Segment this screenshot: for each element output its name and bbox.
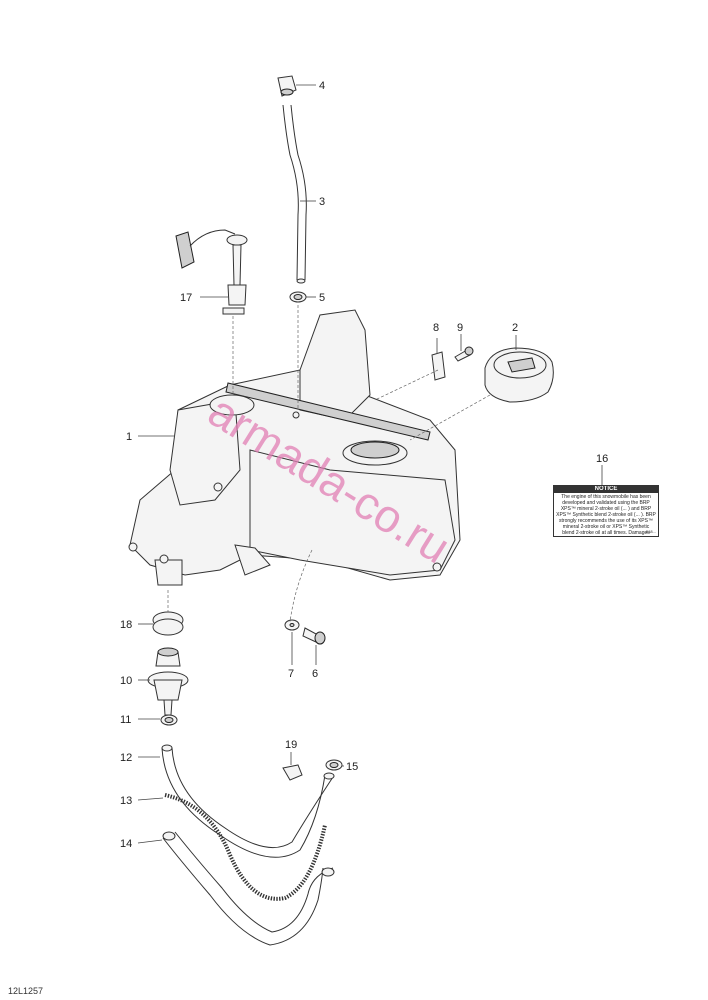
notice-decal: NOTICE The engine of this snowmobile has…	[553, 485, 659, 537]
callout-6: 6	[312, 668, 318, 680]
callout-11: 11	[120, 714, 131, 726]
callout-19: 19	[285, 739, 297, 751]
leader-lines	[137, 84, 603, 844]
hose-clamp-15	[325, 759, 343, 771]
callout-4: 4	[319, 80, 325, 92]
callout-9: 9	[457, 322, 463, 334]
return-hose	[162, 831, 335, 946]
callout-3: 3	[319, 196, 325, 208]
vent-fitting	[277, 75, 297, 97]
mounting-screw	[454, 346, 474, 362]
callout-10: 10	[120, 675, 132, 687]
notice-text: The engine of this snowmobile has been d…	[556, 494, 656, 536]
oil-cap	[484, 347, 554, 403]
oil-level-sensor	[175, 229, 248, 315]
spring-guard	[164, 793, 327, 901]
hose-clamp-upper	[289, 291, 307, 303]
callout-8: 8	[433, 322, 439, 334]
oil-valve	[147, 647, 189, 716]
assembly-lines	[167, 305, 491, 623]
callout-labels: 1 2 3 4 5 6 7 8 9 10 11 12 13 14 15 16 1…	[120, 80, 608, 850]
callout-12: 12	[120, 752, 132, 764]
gasket-ring	[152, 611, 184, 636]
callout-17: 17	[180, 292, 192, 304]
notice-title: NOTICE	[554, 486, 658, 493]
vent-hose	[282, 104, 307, 284]
callout-14: 14	[120, 838, 132, 850]
callout-15: 15	[346, 761, 358, 773]
oil-hose	[161, 744, 335, 858]
notice-code: 518...	[645, 529, 656, 534]
callout-2: 2	[512, 322, 518, 334]
tank-bolt	[302, 627, 326, 645]
mounting-clip	[431, 351, 446, 381]
hose-clamp-lower	[160, 714, 178, 726]
drawing-id: 12L1257	[8, 986, 44, 996]
callout-16: 16	[596, 453, 608, 465]
tank-washer	[284, 619, 300, 631]
callout-13: 13	[120, 795, 132, 807]
hose-clip	[282, 764, 303, 781]
callout-18: 18	[120, 619, 132, 631]
callout-7: 7	[288, 668, 294, 680]
callout-1: 1	[126, 431, 132, 443]
callout-5: 5	[319, 292, 325, 304]
oil-tank	[128, 309, 461, 586]
